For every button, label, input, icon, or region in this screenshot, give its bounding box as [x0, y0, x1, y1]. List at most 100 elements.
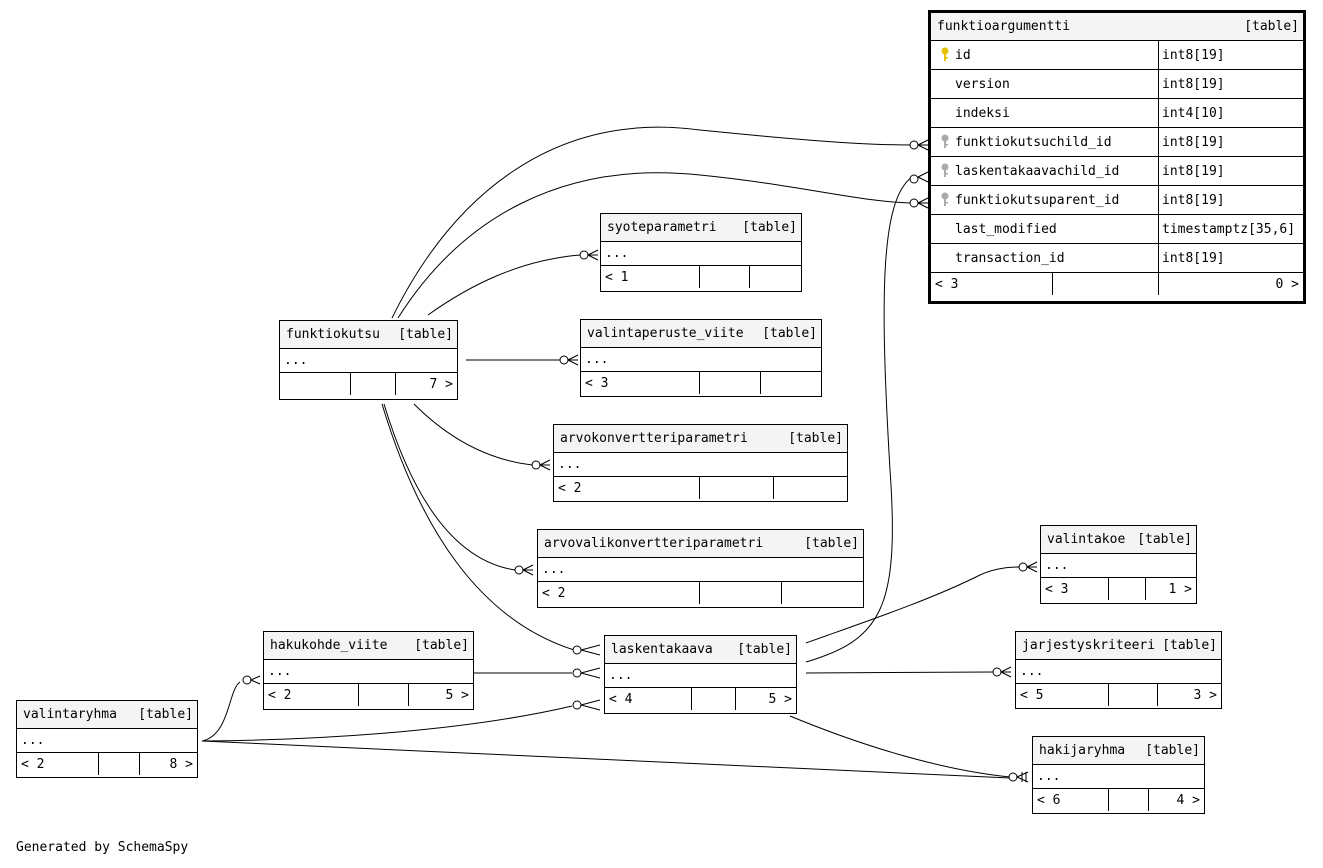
column-name-cell: last_modified — [931, 215, 1159, 243]
parents-count[interactable]: < 3 — [1041, 578, 1109, 600]
table-hakukohde_viite[interactable]: hakukohde_viite [table] ... < 2 5 > — [263, 631, 474, 710]
column-name-cell: id — [931, 41, 1159, 69]
footer-spacer — [99, 753, 140, 775]
table-header: arvovalikonvertteriparametri [table] — [538, 530, 863, 558]
footer-spacer — [700, 582, 782, 604]
column-row-funktiokutsuparent_id[interactable]: funktiokutsuparent_id int8[19] — [931, 186, 1303, 215]
children-count[interactable] — [761, 372, 821, 394]
table-header: laskentakaava [table] — [605, 636, 796, 664]
column-type: int8[19] — [1162, 250, 1225, 266]
table-name: funktioargumentti — [937, 19, 1071, 34]
table-valintakoe[interactable]: valintakoe [table] ... < 3 1 > — [1040, 525, 1197, 604]
column-name: version — [955, 76, 1010, 92]
children-count[interactable]: 0 > — [1275, 276, 1299, 292]
column-name: indeksi — [955, 105, 1010, 121]
column-name-cell: laskentakaavachild_id — [931, 157, 1159, 185]
table-arvokonvertteriparametri[interactable]: arvokonvertteriparametri [table] ... < 2 — [553, 424, 848, 502]
footer-spacer — [700, 266, 750, 288]
table-valintaperuste_viite[interactable]: valintaperuste_viite [table] ... < 3 — [580, 319, 822, 397]
table-kind: [table] — [788, 431, 843, 446]
column-name-cell: indeksi — [931, 99, 1159, 127]
edge-funktiokutsu-arvovalikonvertteriparametri — [383, 403, 516, 571]
table-name: arvokonvertteriparametri — [560, 431, 748, 446]
table-kind: [table] — [742, 220, 797, 235]
table-valintaryhma[interactable]: valintaryhma [table] ... < 2 8 > — [16, 700, 198, 778]
table-name: funktiokutsu — [286, 327, 380, 342]
parents-count[interactable]: < 2 — [554, 477, 700, 499]
generated-by-footer[interactable]: Generated by SchemaSpy — [16, 840, 189, 855]
table-header: valintaryhma [table] — [17, 701, 197, 729]
column-type: timestamptz[35,6] — [1162, 221, 1296, 237]
table-funktiokutsu[interactable]: funktiokutsu [table] ... 7 > — [279, 320, 458, 400]
table-header: syoteparametri [table] — [601, 214, 801, 242]
parents-count[interactable]: < 2 — [17, 753, 99, 775]
parents-count[interactable]: < 2 — [264, 684, 359, 706]
children-count[interactable]: 8 > — [169, 756, 193, 772]
table-arvovalikonvertteriparametri[interactable]: arvovalikonvertteriparametri [table] ...… — [537, 529, 864, 608]
table-header: hakijaryhma [table] — [1033, 737, 1204, 765]
children-count[interactable]: 7 > — [429, 376, 453, 392]
table-header: valintakoe [table] — [1041, 526, 1196, 554]
table-syoteparametri[interactable]: syoteparametri [table] ... < 1 — [600, 213, 802, 292]
table-kind: [table] — [1145, 743, 1200, 758]
children-count[interactable]: 3 > — [1193, 687, 1217, 703]
column-type: int8[19] — [1162, 47, 1225, 63]
children-count[interactable]: 1 > — [1168, 581, 1192, 597]
parents-count[interactable] — [280, 373, 351, 395]
parents-count[interactable]: < 3 — [931, 273, 1053, 295]
column-type: int8[19] — [1162, 134, 1225, 150]
footer-spacer — [359, 684, 409, 706]
footer-spacer — [700, 372, 761, 394]
columns-collapsed: ... — [581, 348, 821, 372]
parents-count[interactable]: < 1 — [601, 266, 700, 288]
table-header: valintaperuste_viite [table] — [581, 320, 821, 348]
edge-valintaryhma-laskentakaava — [201, 705, 573, 742]
children-count[interactable] — [774, 477, 847, 499]
table-name: valintaperuste_viite — [587, 326, 744, 341]
columns-collapsed: ... — [1016, 660, 1221, 684]
table-footer: < 3 1 > — [1041, 578, 1196, 600]
children-count[interactable] — [782, 582, 863, 604]
edge-laskentakaava-valintakoe — [805, 566, 1021, 644]
table-hakijaryhma[interactable]: hakijaryhma [table] ... < 6 4 > — [1032, 736, 1205, 814]
edge-funktiokutsu-laskentakaava — [381, 403, 575, 651]
children-count[interactable] — [750, 266, 801, 288]
table-jarjestyskriteeri[interactable]: jarjestyskriteeri [table] ... < 5 3 > — [1015, 631, 1222, 709]
column-type: int8[19] — [1162, 192, 1225, 208]
column-name: funktiokutsuparent_id — [955, 192, 1120, 208]
footer-spacer — [351, 373, 396, 395]
parents-count[interactable]: < 2 — [538, 582, 700, 604]
parents-count[interactable]: < 5 — [1016, 684, 1109, 706]
column-row-id[interactable]: id int8[19] — [931, 41, 1303, 70]
table-footer: < 4 5 > — [605, 688, 796, 710]
children-count[interactable]: 5 > — [445, 687, 469, 703]
table-laskentakaava[interactable]: laskentakaava [table] ... < 4 5 > — [604, 635, 797, 714]
table-header: hakukohde_viite [table] — [264, 632, 473, 660]
table-header: arvokonvertteriparametri [table] — [554, 425, 847, 453]
column-name-cell: transaction_id — [931, 244, 1159, 272]
footer-spacer — [1109, 578, 1146, 600]
table-kind: [table] — [398, 327, 453, 342]
parents-count[interactable]: < 4 — [605, 688, 692, 710]
columns-collapsed: ... — [554, 453, 847, 477]
parents-count[interactable]: < 3 — [581, 372, 700, 394]
table-name: valintaryhma — [23, 707, 117, 722]
column-name: id — [955, 47, 971, 63]
columns-collapsed: ... — [17, 729, 197, 753]
foreign-key-icon — [935, 134, 955, 150]
parents-count[interactable]: < 6 — [1033, 789, 1109, 811]
footer-spacer — [1109, 789, 1149, 811]
table-footer: < 3 — [581, 372, 821, 394]
children-count[interactable]: 4 > — [1176, 792, 1200, 808]
table-kind: [table] — [1137, 532, 1192, 547]
edge-funktiokutsu-arvokonvertteriparametri — [413, 403, 533, 466]
columns-collapsed: ... — [538, 558, 863, 582]
children-count[interactable]: 5 > — [768, 691, 792, 707]
